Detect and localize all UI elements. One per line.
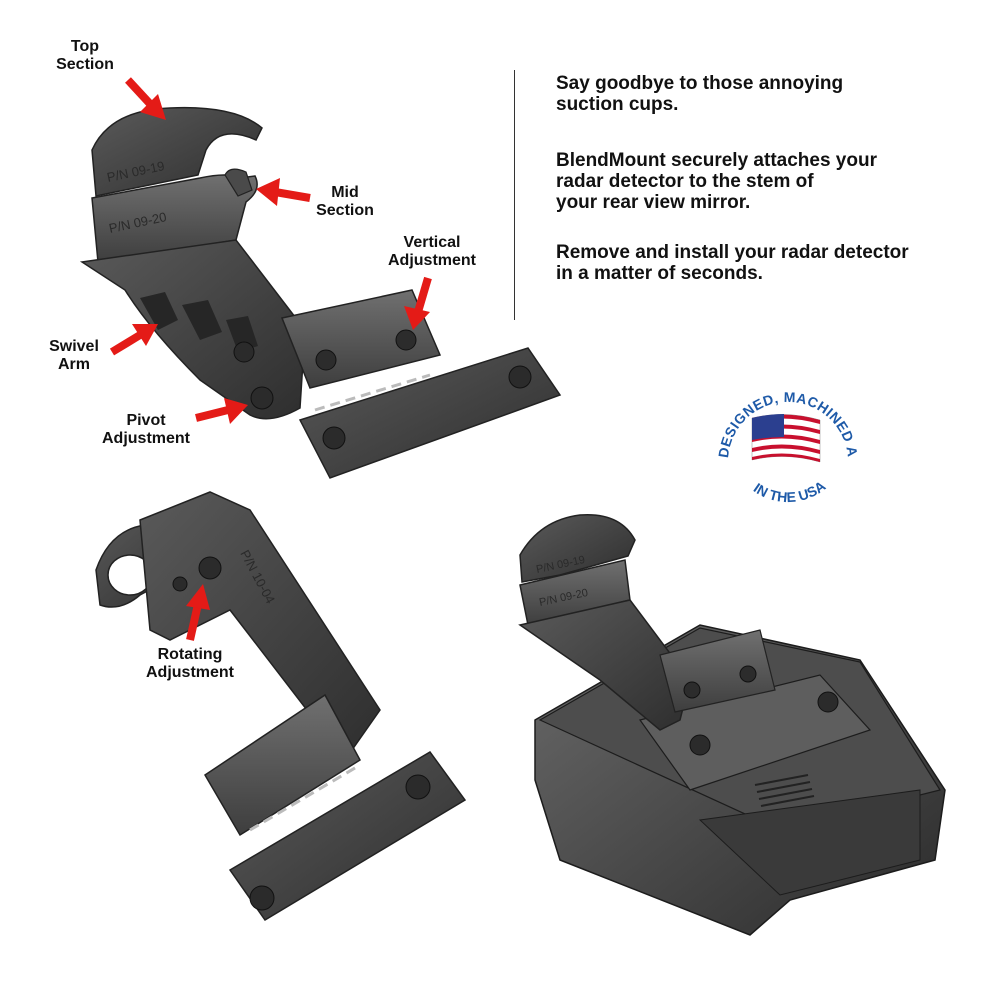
divider-line xyxy=(514,70,515,320)
label-pivot-adjustment: Pivot Adjustment xyxy=(102,412,190,447)
badge-bottom-text: IN THE USA xyxy=(751,478,829,506)
rotating-adjust-screw xyxy=(198,556,222,580)
arm-cutout xyxy=(226,316,258,352)
plate-screw xyxy=(739,665,757,683)
label-swivel-arm: Swivel Arm xyxy=(49,338,99,373)
hinge-line xyxy=(249,763,361,832)
copy-paragraph-1: Say goodbye to those annoying suction cu… xyxy=(556,73,844,115)
base-screw xyxy=(689,734,711,756)
detector-panel xyxy=(698,789,921,896)
copy-paragraph-3: Remove and install your radar detector i… xyxy=(556,242,909,284)
plate-screw xyxy=(315,349,337,371)
mount-side-view: P/N 10-04 xyxy=(95,491,467,922)
copy-paragraph-2: BlendMount securely attaches your radar … xyxy=(556,150,877,213)
hinge-line xyxy=(314,373,431,412)
pivot-screw xyxy=(250,386,274,410)
hinge-screw xyxy=(508,365,532,389)
arrow-pivot-adjustment xyxy=(195,398,248,424)
mount-with-detector: P/N 09-19 P/N 09-20 xyxy=(518,513,946,936)
label-top-section: Top Section xyxy=(56,38,114,73)
arrow-swivel-arm xyxy=(109,324,158,356)
label-vertical-adjustment: Vertical Adjustment xyxy=(388,234,476,269)
arrow-rotating-adjustment xyxy=(186,584,210,641)
vertical-adjust-screw xyxy=(395,329,417,351)
minor-screw xyxy=(172,576,188,592)
arm-cutout xyxy=(182,300,222,340)
lower-block xyxy=(203,693,361,837)
arrow-top-section xyxy=(125,77,166,120)
arrow-mid-section xyxy=(256,178,311,206)
arm-small xyxy=(518,599,691,731)
clamp-upper xyxy=(519,513,636,583)
hinge-screw xyxy=(405,774,431,800)
detector-grille xyxy=(754,774,815,807)
pivot-screw xyxy=(233,341,255,363)
base-screw xyxy=(817,691,839,713)
top-section-clamp xyxy=(91,106,263,197)
mid-section-clamp xyxy=(91,174,258,263)
plate-screw xyxy=(683,681,701,699)
hinge-screw xyxy=(322,426,346,450)
hinge-screw xyxy=(249,885,275,911)
us-flag-icon xyxy=(751,414,821,463)
hinge-plate xyxy=(298,347,562,479)
arrow-vertical-adjustment xyxy=(404,276,432,330)
arm-plate xyxy=(139,491,381,762)
label-rotating-adjustment: Rotating Adjustment xyxy=(146,646,234,681)
mount-top-view: P/N 09-19 P/N 09-20 xyxy=(79,106,562,479)
label-mid-section: Mid Section xyxy=(316,184,374,219)
swivel-arm xyxy=(79,239,306,420)
callout-arrows xyxy=(109,77,432,641)
mid-section-hook xyxy=(224,168,253,197)
arm-cutout xyxy=(140,292,178,330)
